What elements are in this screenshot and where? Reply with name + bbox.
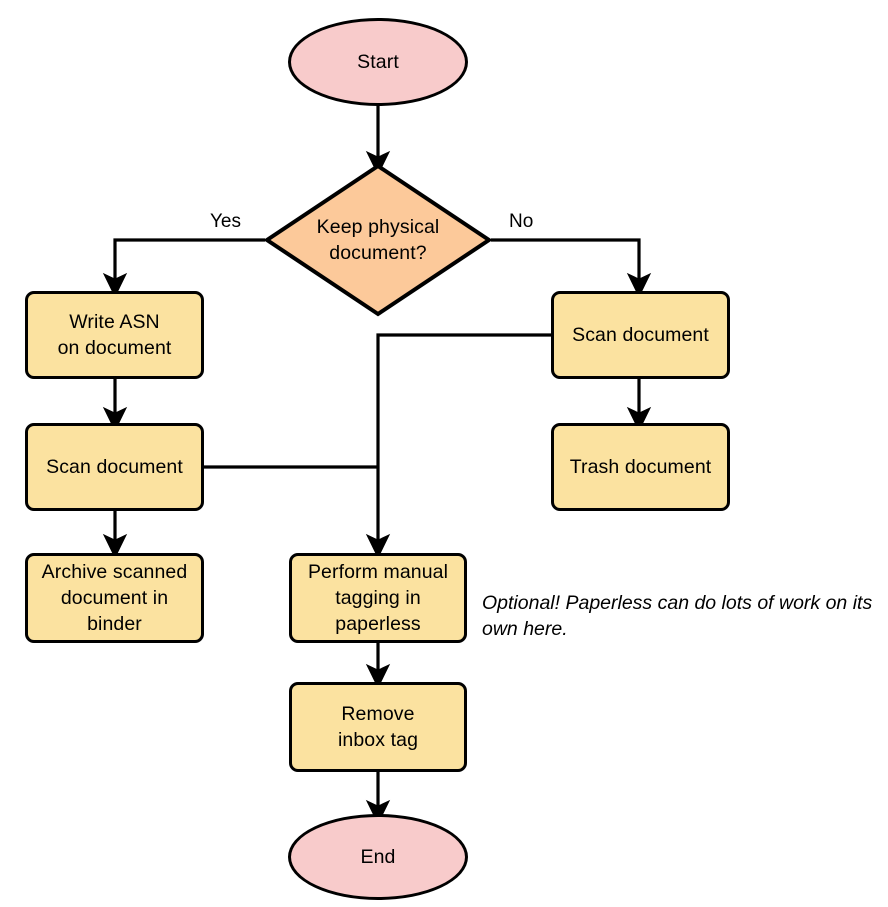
edge-label-no-text: No <box>509 211 534 232</box>
node-scan-document-right[interactable]: Scan document <box>551 291 730 379</box>
node-write-asn-label: Write ASN on document <box>57 311 172 359</box>
annotation-optional-note-text: Optional! Paperless can do lots of work … <box>482 592 873 640</box>
node-manual-tagging-label: Perform manual tagging in paperless <box>307 561 449 635</box>
node-end[interactable]: End <box>288 814 468 900</box>
annotation-optional-note: Optional! Paperless can do lots of work … <box>482 590 882 642</box>
node-trash-document-label: Trash document <box>569 456 712 478</box>
edge-label-no: No <box>509 211 533 233</box>
node-remove-inbox-label: Remove inbox tag <box>337 703 419 751</box>
node-scan-document-left-label: Scan document <box>46 456 183 478</box>
edge-decision-to-scan-right <box>491 238 652 298</box>
node-decision-label: Keep physical document? <box>316 216 440 264</box>
edge-decision-to-write-asn <box>102 238 265 298</box>
node-start-label: Start <box>357 51 399 73</box>
node-start[interactable]: Start <box>288 18 468 106</box>
node-write-asn-on-document[interactable]: Write ASN on document <box>25 291 204 379</box>
edge-label-yes-text: Yes <box>210 211 241 232</box>
edge-scan-right-to-manual-tagging <box>365 333 552 559</box>
node-trash-document[interactable]: Trash document <box>551 423 730 511</box>
node-scan-document-right-label: Scan document <box>572 324 709 346</box>
node-archive-binder-label: Archive scanned document in binder <box>41 561 188 635</box>
node-archive-scanned-document-in-binder[interactable]: Archive scanned document in binder <box>25 553 204 643</box>
node-remove-inbox-tag[interactable]: Remove inbox tag <box>289 682 467 772</box>
node-end-label: End <box>360 846 396 868</box>
node-scan-document-left[interactable]: Scan document <box>25 423 204 511</box>
node-decision-keep-physical-document[interactable]: Keep physical document? <box>278 204 478 276</box>
node-perform-manual-tagging-in-paperless[interactable]: Perform manual tagging in paperless <box>289 553 467 643</box>
edge-label-yes: Yes <box>210 211 241 233</box>
